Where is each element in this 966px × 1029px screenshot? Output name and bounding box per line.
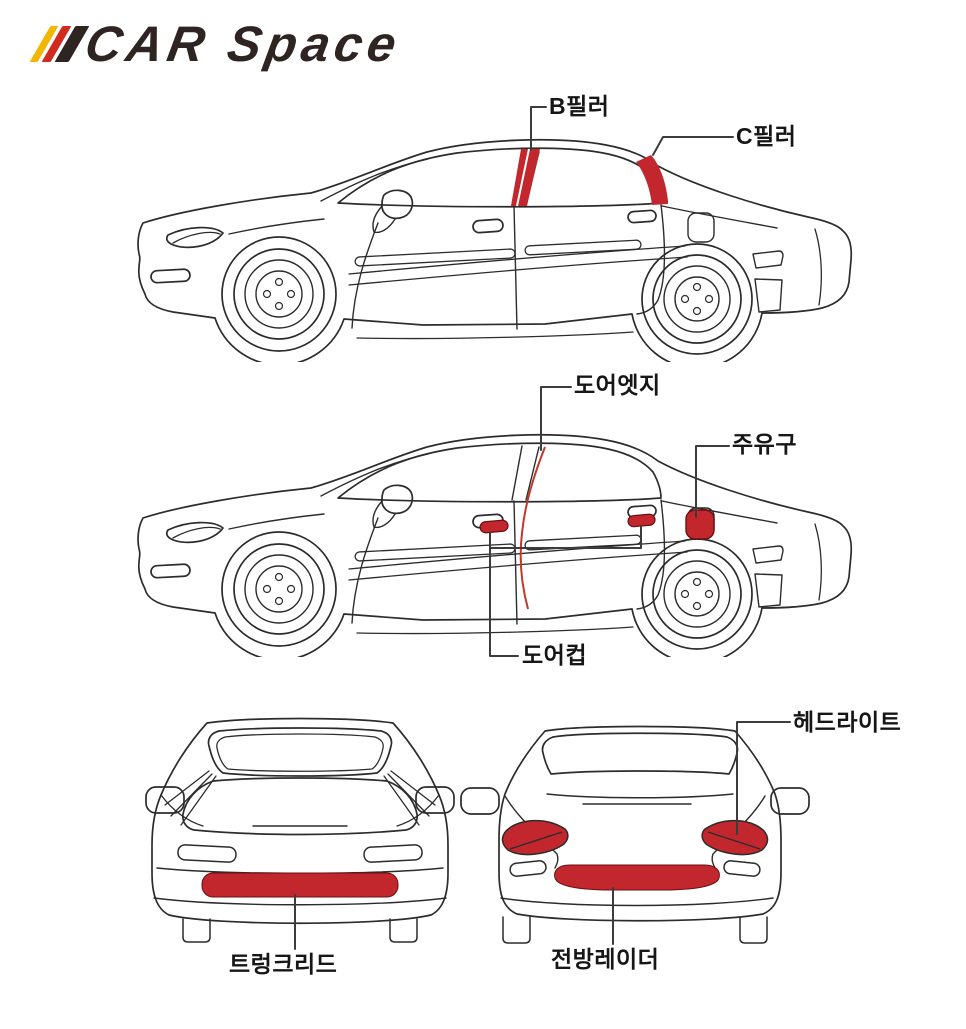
trunk-lid-highlight <box>201 872 399 898</box>
car-space-logo: CAR Space <box>29 16 406 72</box>
label-door-edge: 도어엣지 <box>574 372 661 398</box>
c-pillar-highlight <box>636 155 668 205</box>
label-c-pillar: C필러 <box>736 123 797 149</box>
label-trunk-lid: 트렁크리드 <box>229 951 338 977</box>
door-cup-highlights <box>479 513 656 534</box>
headlight-highlights <box>501 819 769 856</box>
logo-text: CAR Space <box>81 16 406 72</box>
sedan-side-view-pillars <box>137 138 853 362</box>
sedan-front-view <box>460 725 810 944</box>
label-door-cup: 도어컵 <box>522 642 587 668</box>
sedan-rear-view <box>145 717 455 943</box>
label-headlight: 헤드라이트 <box>793 709 902 735</box>
front-radar-highlight <box>554 864 720 891</box>
fuel-door-highlight <box>685 509 715 540</box>
label-fuel-door: 주유구 <box>732 431 797 457</box>
b-pillar-highlight <box>511 148 540 207</box>
label-b-pillar: B필러 <box>549 93 610 119</box>
label-front-radar: 전방레이더 <box>551 946 660 972</box>
